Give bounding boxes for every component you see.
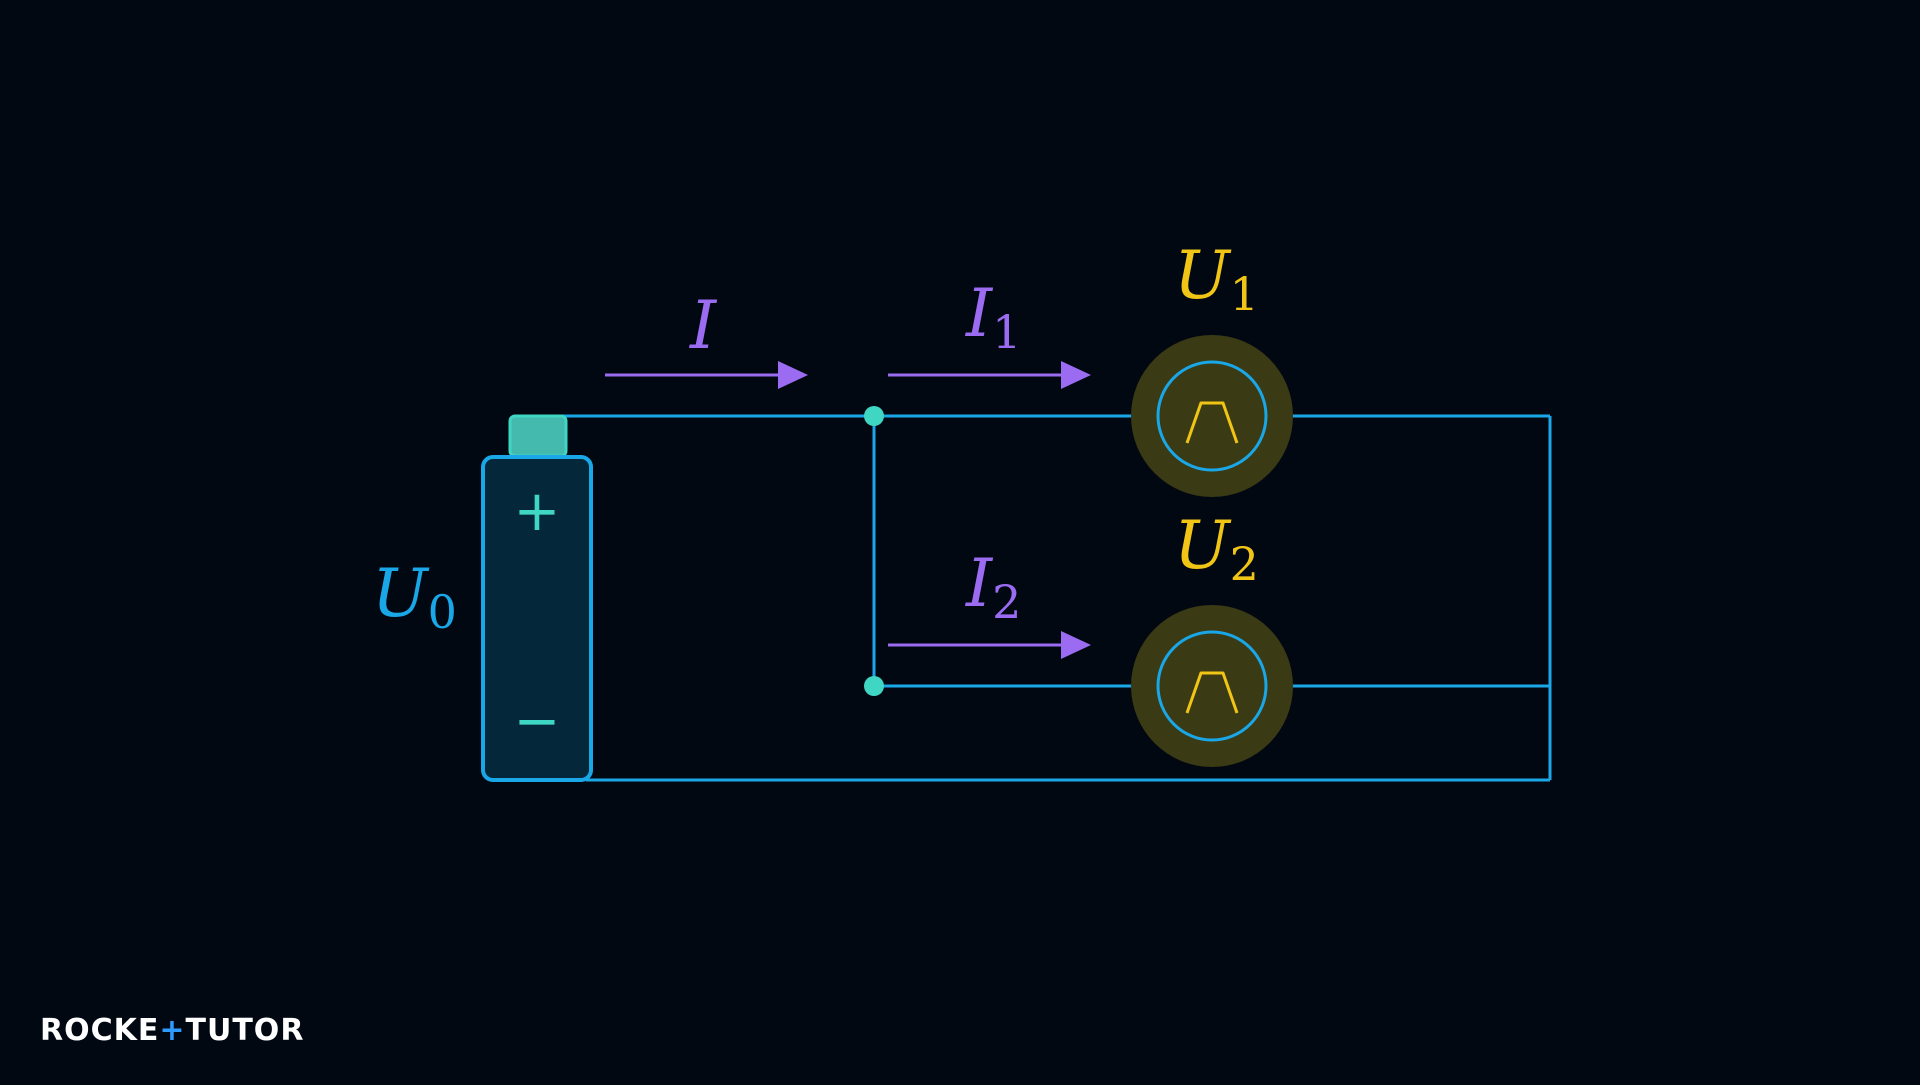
lamp-2-glow xyxy=(1131,605,1293,767)
battery-minus-symbol: − xyxy=(514,689,561,754)
label-current-total: I xyxy=(689,287,718,364)
wires xyxy=(540,414,1552,782)
lamp-1-glow xyxy=(1131,335,1293,497)
label-current-2: I2 xyxy=(965,545,1021,629)
current-arrow-icon xyxy=(605,361,808,389)
battery-plus-symbol: + xyxy=(514,479,561,544)
current-arrows xyxy=(605,361,1091,659)
lamp-2 xyxy=(1131,605,1293,767)
battery-icon: + − xyxy=(481,414,593,782)
lamp-1 xyxy=(1131,335,1293,497)
label-lamp-1-voltage: U1 xyxy=(1174,237,1259,321)
current-arrow-icon xyxy=(888,361,1091,389)
logo-part-a: ROCKE xyxy=(40,1013,159,1048)
label-current-1: I1 xyxy=(965,275,1021,359)
lamp-2-filament xyxy=(1185,671,1239,714)
lamp-icon xyxy=(1156,360,1268,472)
current-arrow-icon xyxy=(888,631,1091,659)
lamp-icon xyxy=(1156,630,1268,742)
junction-node-top xyxy=(864,406,884,426)
lamp-1-filament xyxy=(1185,401,1239,444)
junction-node-bottom xyxy=(864,676,884,696)
logo-part-c: R xyxy=(280,1013,304,1048)
logo-accent: + xyxy=(159,1013,185,1048)
battery-body xyxy=(481,455,593,782)
logo-part-b: TUTO xyxy=(186,1013,281,1048)
battery-cap xyxy=(508,414,568,458)
label-lamp-2-voltage: U2 xyxy=(1174,507,1259,591)
brand-logo: ROCKE+TUTOR xyxy=(40,1013,304,1048)
label-battery-voltage: U0 xyxy=(372,555,457,639)
